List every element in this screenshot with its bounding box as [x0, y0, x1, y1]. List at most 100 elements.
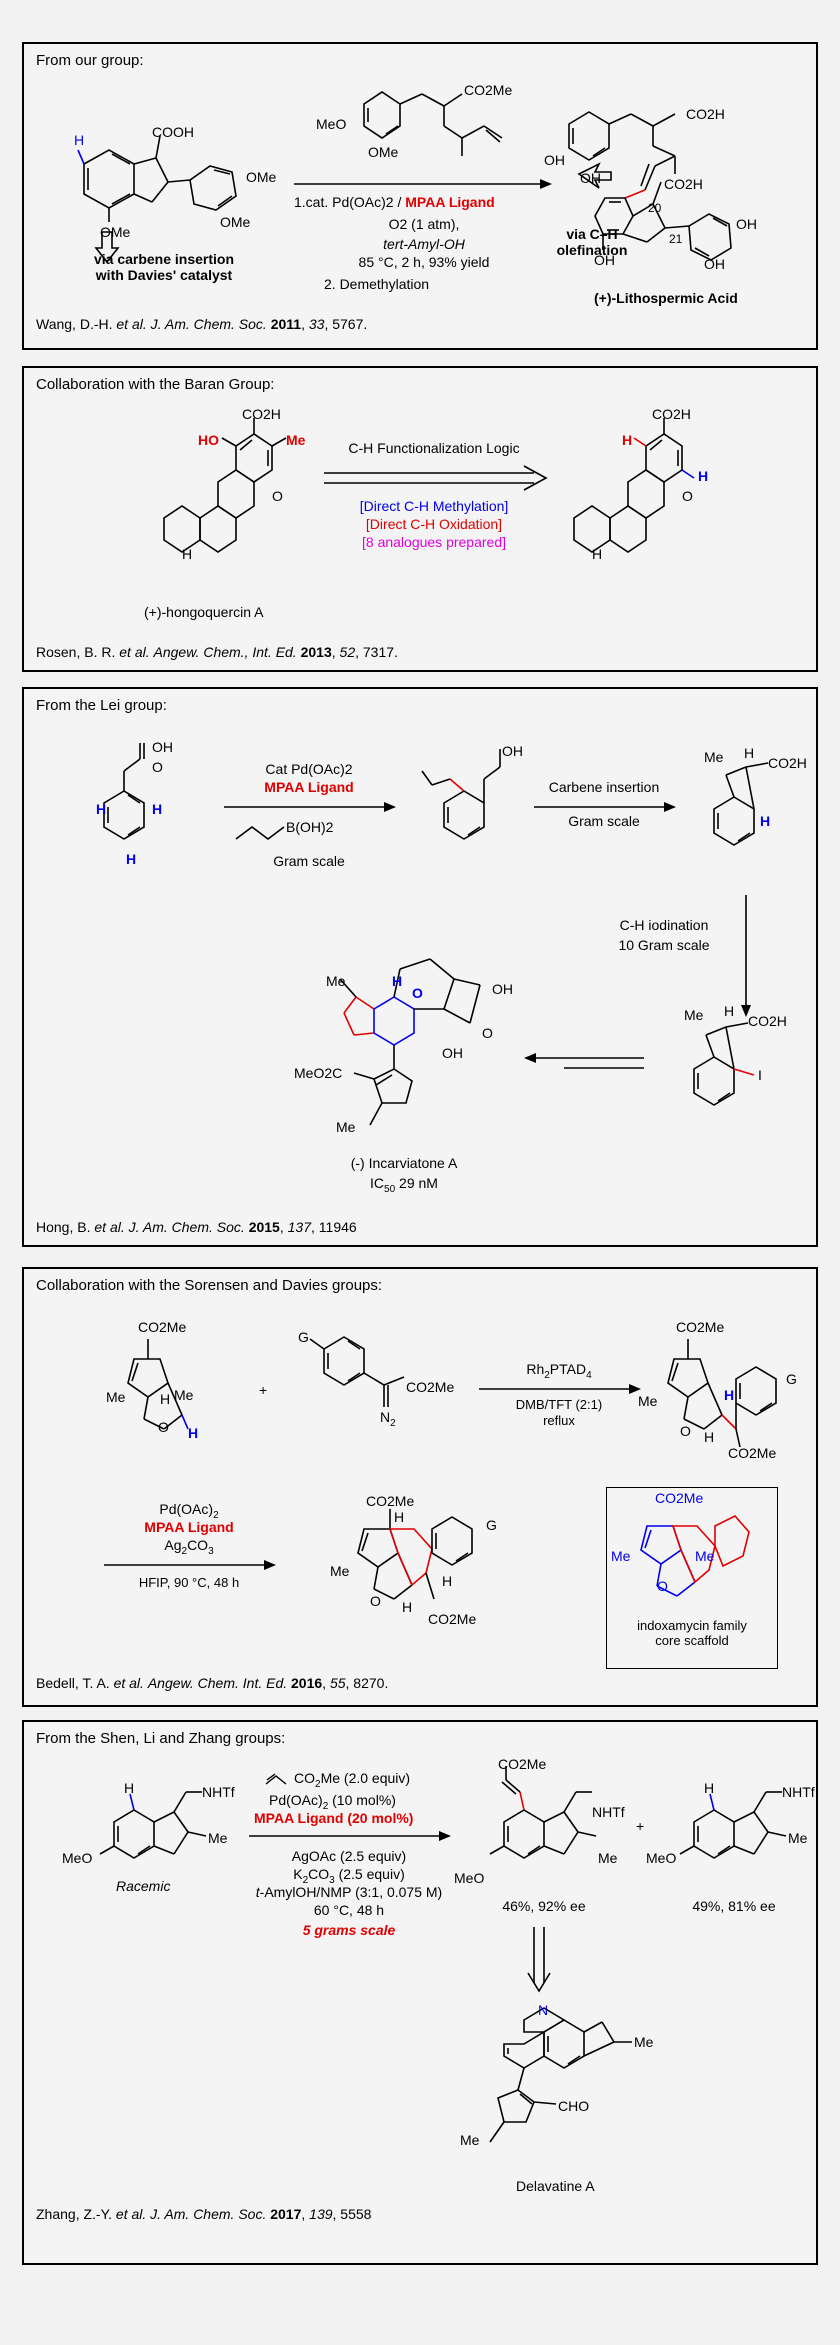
atom-oh: OH — [580, 170, 601, 186]
atom-co2h: CO2H — [686, 106, 725, 122]
atom-h: H — [704, 1429, 715, 1445]
atom-oh: OH — [544, 152, 565, 168]
cond-reflux: reflux — [543, 1413, 575, 1428]
atom-g: G — [486, 1517, 497, 1533]
atom-co2h: CO2H — [748, 1013, 787, 1029]
label-line: via C–H — [566, 226, 618, 242]
label-line: with Davies' catalyst — [95, 267, 233, 283]
atom-co2h: CO2H — [652, 406, 691, 422]
structure-indoxamycin-core — [640, 1515, 750, 1597]
atom-me: Me — [704, 749, 724, 765]
boronic-acid: B(OH)2 — [286, 819, 334, 835]
atom-co2me: CO2Me — [728, 1445, 777, 1461]
atom-ho-highlight: HO — [198, 432, 219, 448]
solvent: t-AmylOH/NMP (3:1, 0.075 M) — [255, 1884, 443, 1900]
atom-meo2c: MeO2C — [294, 1065, 343, 1081]
substrate-label: via carbene insertion with Davies' catal… — [69, 251, 259, 283]
atom-co2me: CO2Me — [464, 82, 513, 98]
atom-co2me: CO2Me — [138, 1319, 187, 1335]
atom-cooh: COOH — [152, 124, 194, 140]
atom-g: G — [786, 1371, 797, 1387]
atom-label-20: 20 — [648, 201, 662, 215]
atom-meo: MeO — [454, 1870, 485, 1886]
racemic-label: Racemic — [116, 1878, 171, 1894]
atom-ome: OMe — [220, 214, 251, 230]
cond-solvent: DMB/TFT (2:1) — [515, 1397, 603, 1412]
reagent-k2co3: K2CO3 (2.5 equiv) — [293, 1866, 405, 1886]
atom-me: Me — [611, 1548, 631, 1564]
structure-propylphenylacetic — [421, 749, 501, 840]
atom-me: Me — [634, 2034, 654, 2050]
panel-title: Collaboration with the Baran Group: — [36, 376, 275, 393]
atom-n2: N2 — [380, 1409, 396, 1429]
atom-nhtf: NHTf — [782, 1784, 815, 1800]
structure-recovered-indane — [679, 1791, 787, 1859]
structure-delavatine — [489, 2007, 632, 2143]
retrosynthetic-arrow — [324, 465, 548, 491]
arrow-label: C-H Functionalization Logic — [348, 440, 520, 456]
atom-h-blue: H — [392, 973, 403, 989]
structure-bicyclic-ester — [127, 1339, 189, 1430]
cond-hfip: HFIP, 90 °C, 48 h — [138, 1575, 240, 1590]
label-line: indoxamycin family — [637, 1618, 747, 1633]
reaction-arrow — [479, 1384, 641, 1394]
condition-catalyst: 1.cat. Pd(OAc)2 / MPAA Ligand — [294, 194, 495, 210]
atom-nhtf: NHTf — [592, 1804, 625, 1820]
scaffold-box: CO2Me Me Me O indoxamycin family core sc… — [606, 1487, 778, 1669]
atom-co2h: CO2H — [242, 406, 281, 422]
atom-co2me: CO2Me — [676, 1319, 725, 1335]
atom-h: H — [394, 1509, 405, 1525]
reference: Wang, D.-H. et al. J. Am. Chem. Soc. 201… — [36, 316, 368, 332]
step2-scale: Gram scale — [568, 813, 640, 829]
atom-co2me: CO2Me — [406, 1379, 455, 1395]
structure-benzofuran-acid — [77, 135, 237, 264]
atom-ome: OMe — [100, 224, 131, 240]
reagent-pd: Pd(OAc)2 (10 mol%) — [269, 1792, 396, 1812]
atom-me: Me — [208, 1830, 228, 1846]
atom-h-para: H — [126, 851, 137, 867]
step1-scale: Gram scale — [273, 853, 345, 869]
atom-h-blue: H — [760, 813, 771, 829]
structure-incarviatone — [339, 958, 481, 1126]
atom-me: Me — [695, 1548, 715, 1564]
atom-oh: OH — [594, 252, 615, 268]
atom-co2me: CO2Me — [498, 1756, 547, 1772]
structure-diazo-ester — [309, 1336, 405, 1407]
atom-h: H — [704, 1780, 715, 1796]
structure-phenylacetic-acid — [103, 743, 145, 840]
reaction-arrow — [104, 1560, 276, 1570]
atom-h: H — [744, 745, 755, 761]
atom-h: H — [182, 546, 193, 562]
atom-cho: CHO — [558, 2098, 590, 2114]
atom-h-ortho: H — [96, 801, 107, 817]
atom-meo: MeO — [646, 1850, 677, 1866]
atom-h: H — [724, 1003, 735, 1019]
step3-label: C-H iodination — [619, 917, 709, 933]
reagent-ag: Ag2CO3 — [164, 1537, 214, 1557]
atom-oh: OH — [492, 981, 513, 997]
reaction-arrow — [534, 802, 676, 812]
panel-sorensen-davies: Collaboration with the Sorensen and Davi… — [22, 1267, 818, 1707]
structure-core-scaffold — [573, 418, 695, 553]
panel-our-group: From our group: H COOH OMe OMe OMe via c… — [22, 42, 818, 350]
ic50-value: IC50 29 nM — [370, 1175, 438, 1195]
reagent-agoac: AgOAc (2.5 equiv) — [291, 1848, 407, 1864]
temperature: 60 °C, 48 h — [313, 1902, 385, 1918]
structure-acrylate-reagent — [363, 91, 503, 156]
structure-indane-acid — [713, 762, 769, 846]
atom-o: O — [272, 488, 283, 504]
atom-h-blue: H — [698, 468, 709, 484]
condition-solvent: tert-Amyl-OH — [383, 236, 465, 252]
atom-h: H — [124, 1780, 135, 1796]
mpaa-ligand-highlight: MPAA Ligand (20 mol%) — [254, 1810, 414, 1826]
atom-me: Me — [684, 1007, 704, 1023]
atom-i: I — [758, 1067, 762, 1083]
scaffold-label: indoxamycin family core scaffold — [607, 1618, 777, 1648]
yield-product-1: 46%, 92% ee — [502, 1898, 586, 1914]
atom-me-highlight: Me — [286, 432, 306, 448]
atom-meo: MeO — [62, 1850, 93, 1866]
atom-o: O — [158, 1419, 169, 1435]
atom-co2me: CO2Me — [366, 1493, 415, 1509]
reagent-rh: Rh2PTAD4 — [526, 1361, 592, 1381]
product-name: (+)-Lithospermic Acid — [594, 290, 738, 306]
